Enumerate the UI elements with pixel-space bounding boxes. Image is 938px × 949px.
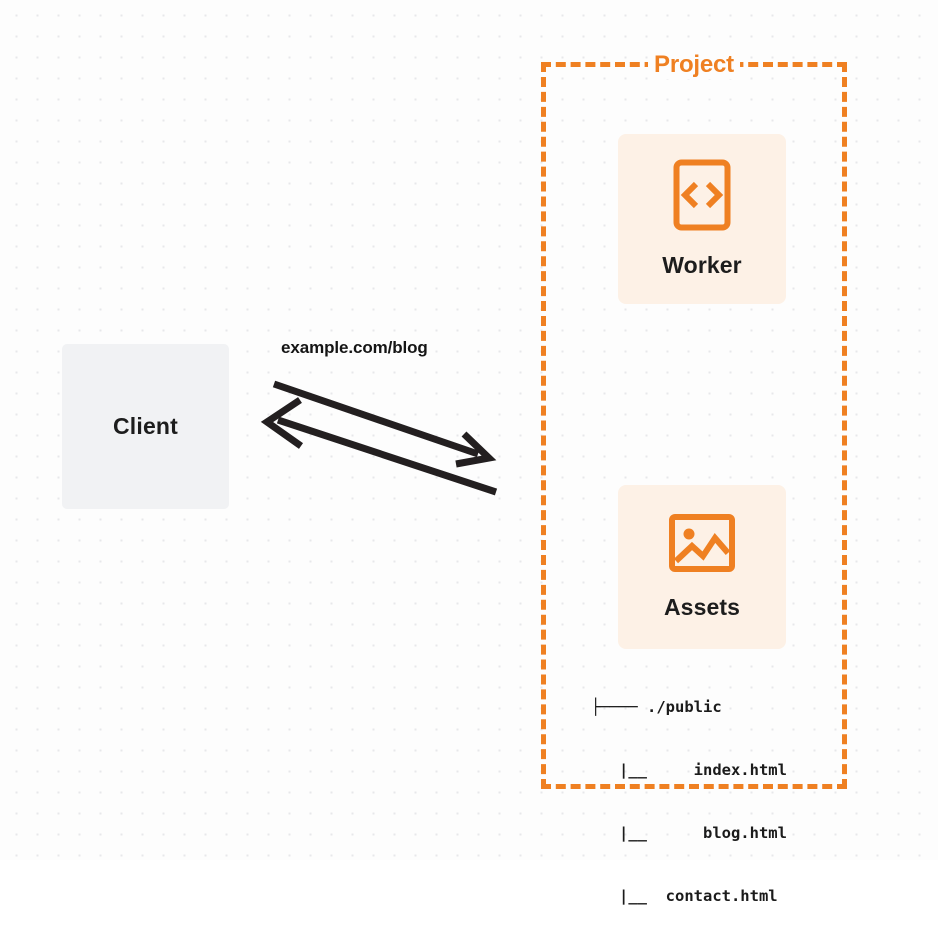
client-node[interactable]: Client: [62, 344, 229, 509]
project-group: Project Worker Assets: [541, 51, 847, 905]
request-arrow: [272, 380, 497, 468]
tree-row: |__ contact.html: [591, 887, 778, 905]
assets-node[interactable]: Assets: [618, 485, 786, 649]
request-url-label: example.com/blog: [281, 338, 428, 357]
code-brackets-icon: [673, 159, 731, 236]
response-arrow: [260, 397, 498, 496]
client-label: Client: [112, 413, 179, 439]
asset-file-tree: ├──── ./public |__ index.html |__ blog.h…: [591, 655, 787, 949]
worker-node[interactable]: Worker: [618, 134, 786, 304]
tree-row: |__ blog.html: [591, 824, 787, 842]
project-title: Project: [648, 51, 740, 79]
tree-row: |__ index.html: [591, 761, 787, 779]
diagram-canvas: Client example.com/blog Project: [0, 0, 938, 905]
worker-label: Worker: [662, 252, 742, 278]
tree-row: ├──── ./public: [591, 698, 722, 716]
assets-label: Assets: [663, 594, 741, 620]
image-icon: [668, 513, 736, 578]
